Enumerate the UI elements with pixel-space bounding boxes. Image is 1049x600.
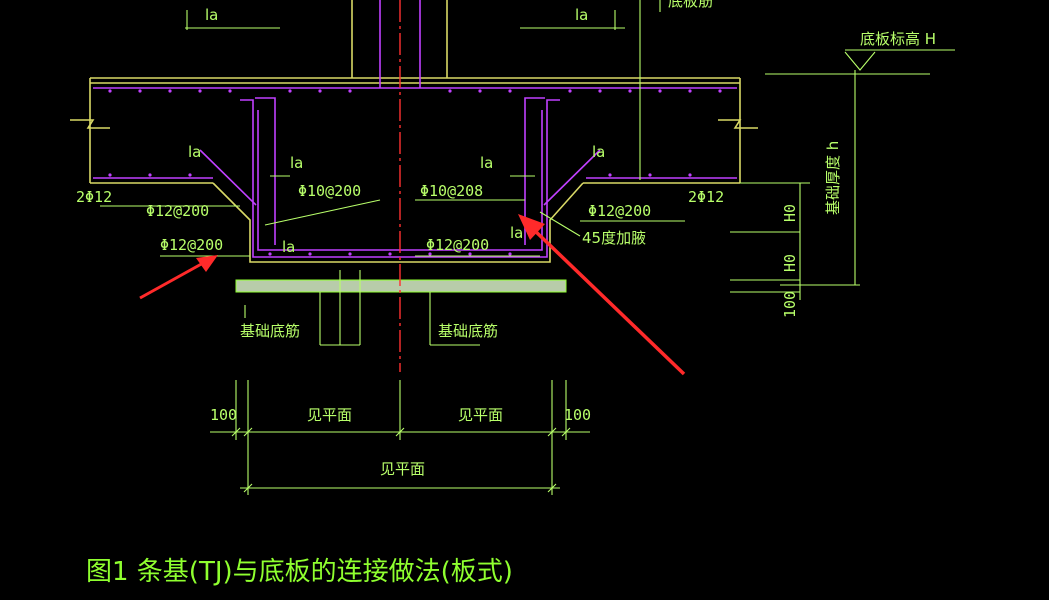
la-label-right-inner: la	[480, 154, 493, 172]
top-partial-label: 底板筋	[668, 0, 713, 10]
la-label-top-left: la	[205, 6, 218, 24]
dim-100-right: 100	[564, 406, 591, 424]
cushion-layer	[236, 280, 566, 292]
la-label-left-slope: la	[188, 143, 201, 161]
elevation-label: 底板标高 H	[860, 30, 936, 48]
bar-phi12-200-right-lower: Φ12@200	[426, 236, 489, 254]
base-rebar-label-left: 基础底筋	[240, 322, 300, 340]
la-label-left-bottom: la	[282, 238, 295, 256]
see-plan-right: 见平面	[458, 406, 503, 424]
la-label-right-bottom: la	[510, 224, 523, 242]
base-rebar-label-right: 基础底筋	[438, 322, 498, 340]
concrete-outline	[70, 0, 758, 263]
la-label-top-right: la	[575, 6, 588, 24]
dim-100-vertical: 100	[781, 291, 799, 318]
cushion-outline	[235, 279, 567, 293]
h0-lower-label: H0	[781, 254, 799, 272]
bar-2phi12-right: 2Φ12	[688, 188, 724, 206]
la-label-left-inner: la	[290, 154, 303, 172]
annotation-lines	[100, 0, 955, 495]
rebar-dots	[108, 89, 722, 256]
thickness-label: 基础厚度 h	[824, 141, 842, 215]
drawing-title: 图1 条基(TJ)与底板的连接做法(板式)	[86, 557, 513, 587]
bar-phi12-200-right-upper: Φ12@200	[588, 202, 651, 220]
red-arrow-right	[518, 214, 686, 376]
see-plan-left: 见平面	[307, 406, 352, 424]
dim-100-left: 100	[210, 406, 237, 424]
bar-2phi12-left: 2Φ12	[76, 188, 112, 206]
la-label-right-slope: la	[592, 143, 605, 161]
bar-phi10-200-left: Φ10@200	[298, 182, 361, 200]
bar-phi12-200-left-upper: Φ12@200	[146, 202, 209, 220]
bar-phi10-208-right: Φ10@208	[420, 182, 483, 200]
h0-upper-label: H0	[781, 204, 799, 222]
see-plan-total: 见平面	[380, 460, 425, 478]
bar-phi12-200-left-lower: Φ12@200	[160, 236, 223, 254]
haunch-label: 45度加腋	[582, 229, 646, 247]
red-arrow-left	[139, 255, 218, 300]
